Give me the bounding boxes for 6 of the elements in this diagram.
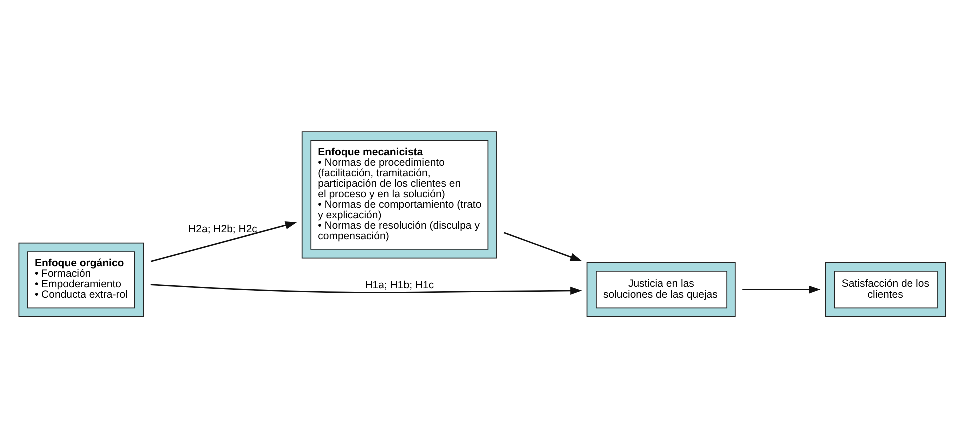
arrow <box>150 284 582 295</box>
arrow <box>150 221 298 262</box>
edge-label: H1a; H1b; H1c <box>365 279 434 292</box>
edge-label: H2a; H2b; H2c <box>188 222 258 235</box>
arrow <box>504 232 582 261</box>
arrow <box>742 285 821 294</box>
